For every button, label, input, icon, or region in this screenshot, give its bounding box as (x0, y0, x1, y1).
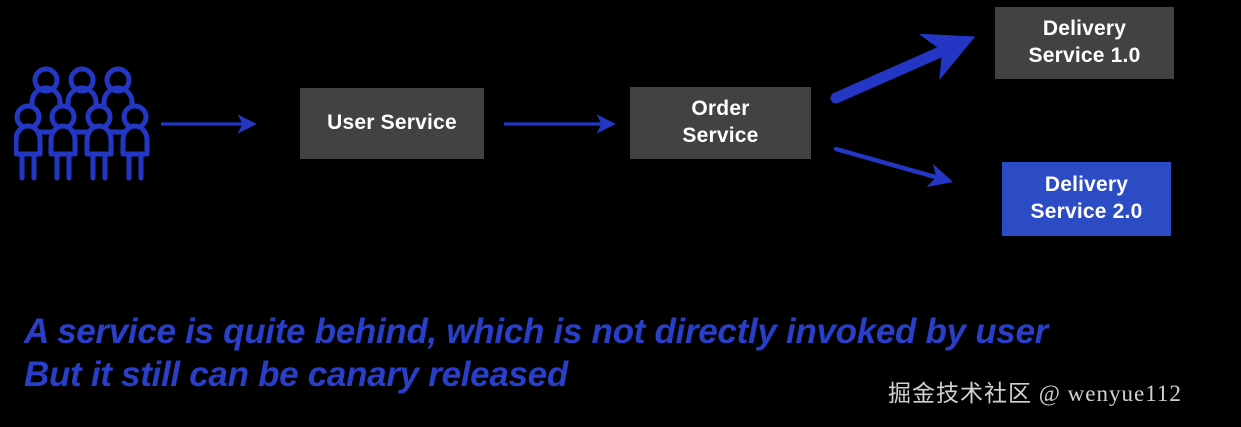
watermark: 掘金技术社区 @ wenyue112 (888, 381, 1182, 406)
node-order-service-label: Order Service (682, 97, 759, 147)
arrow-order-service-to-delivery-service-1 (830, 33, 976, 104)
node-order-service[interactable]: Order Service (628, 85, 813, 161)
node-user-service-label: User Service (327, 111, 457, 135)
arrow-users-to-user-service (161, 114, 257, 134)
people-group-icon (14, 66, 150, 181)
node-user-service[interactable]: User Service (298, 86, 486, 161)
caption-text: A service is quite behind, which is not … (24, 310, 1224, 396)
node-delivery-service-2[interactable]: Delivery Service 2.0 (1000, 160, 1173, 238)
node-delivery-service-1[interactable]: Delivery Service 1.0 (993, 5, 1176, 81)
node-delivery-service-1-label: Delivery Service 1.0 (1028, 17, 1141, 67)
arrow-user-service-to-order-service (504, 114, 616, 134)
caption-line-1: A service is quite behind, which is not … (24, 312, 1048, 351)
node-delivery-service-2-label: Delivery Service 2.0 (1030, 173, 1143, 223)
arrow-order-service-to-delivery-service-2 (833, 146, 953, 188)
caption-line-2: But it still can be canary released (24, 355, 568, 394)
